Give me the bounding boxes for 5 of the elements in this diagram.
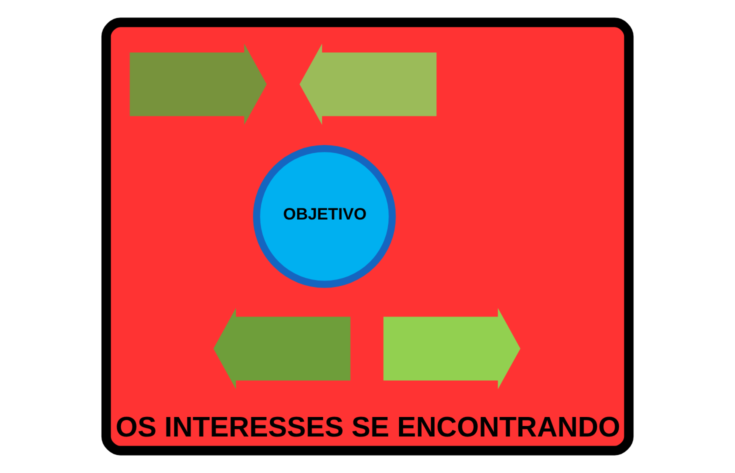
- node-circle: OBJETIVO: [253, 145, 396, 288]
- node-arrow: [383, 308, 520, 390]
- node-arrow: [213, 308, 350, 390]
- node-arrow: [300, 44, 437, 125]
- node-arrow: [130, 44, 267, 125]
